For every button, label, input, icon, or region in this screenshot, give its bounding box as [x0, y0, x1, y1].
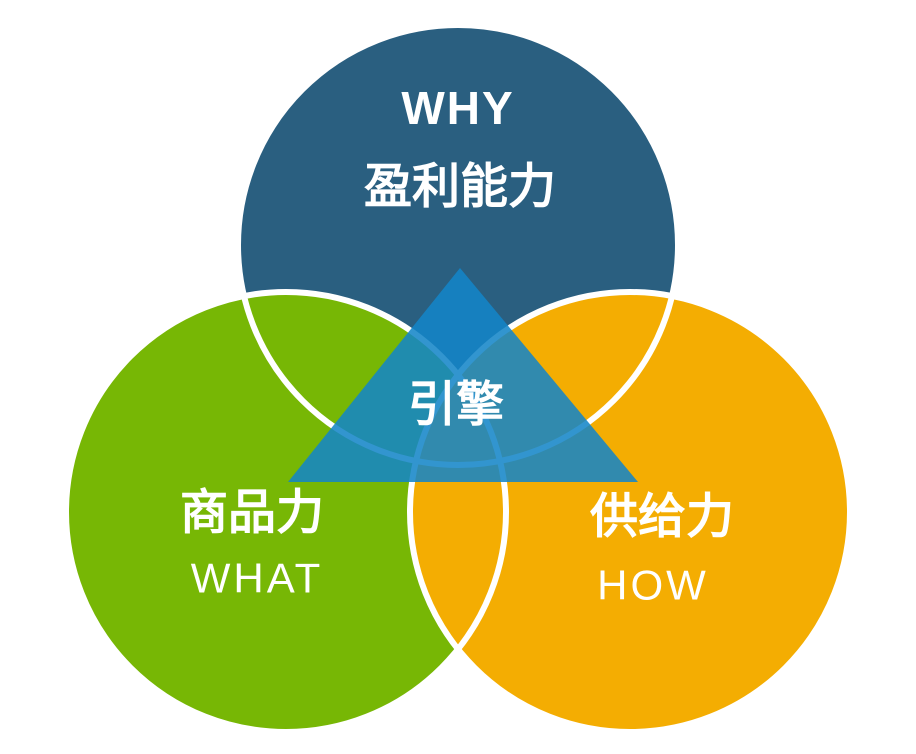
engine-label-zh: 引擎 — [408, 379, 504, 432]
venn-outline-what — [63, 289, 509, 735]
what-label-en: WHAT — [191, 555, 324, 602]
how-label-en: HOW — [597, 562, 709, 609]
what-label-zh: 商品力 — [180, 487, 324, 540]
center-triangle — [288, 268, 638, 482]
venn-outline-how — [407, 289, 853, 735]
why-label-zh: 盈利能力 — [364, 161, 556, 214]
how-label-zh: 供给力 — [590, 491, 734, 544]
why-label-en: WHY — [401, 82, 514, 134]
